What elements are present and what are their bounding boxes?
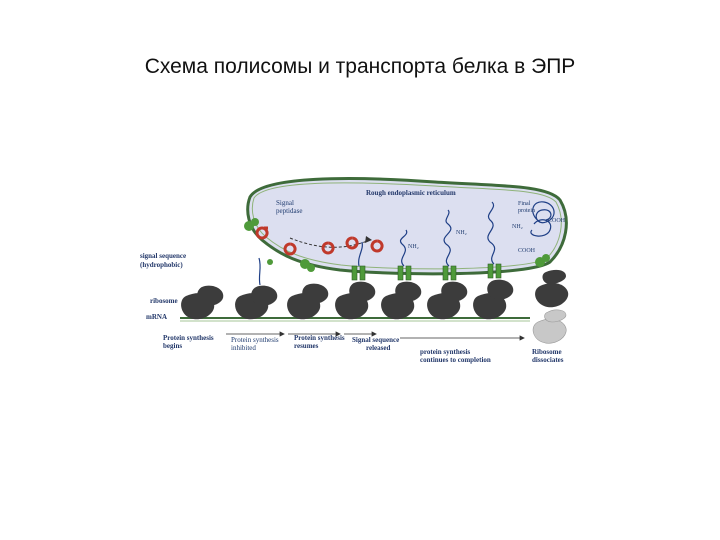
step-1-line-1: Protein synthesis <box>163 334 214 342</box>
label-signal-sequence-1: signal sequence <box>140 252 186 260</box>
label-nh2-a: NH₂ <box>456 230 467 237</box>
step-3-line-2: resumes <box>294 342 318 350</box>
step-5-line-1: protein synthesis <box>420 348 470 356</box>
step-1-line-2: begins <box>163 342 182 350</box>
step-6-line-1: Ribosome <box>532 348 562 356</box>
step-2-line-2: inhibited <box>231 344 256 352</box>
label-ribosome: ribosome <box>150 297 178 305</box>
step-4-line-2: released <box>366 344 390 352</box>
label-signal-peptidase-2: peptidase <box>276 207 302 215</box>
label-mrna: mRNA <box>146 313 167 321</box>
ribosomes <box>181 270 568 319</box>
label-nh2-b: NH₂ <box>512 224 523 231</box>
label-signal-peptidase-1: Signal <box>276 199 294 207</box>
released-ribosome <box>533 310 566 343</box>
label-final-protein-2: protein <box>518 208 535 215</box>
step-2-line-1: Protein synthesis <box>231 336 279 344</box>
label-cooh-b: COOH <box>518 248 535 255</box>
label-signal-sequence-2: (hydrophobic) <box>140 261 183 269</box>
step-4-line-1: Signal sequence <box>352 336 399 344</box>
step-5-line-2: continues to completion <box>420 356 491 364</box>
label-final-protein-1: Final <box>518 201 530 208</box>
step-3-line-1: Protein synthesis <box>294 334 345 342</box>
step-6-line-2: dissociates <box>532 356 564 364</box>
label-cooh: COOH <box>548 218 565 225</box>
label-nh2-c: NH₂ <box>408 244 419 251</box>
label-rough-er: Rough endoplasmic reticulum <box>366 189 456 197</box>
